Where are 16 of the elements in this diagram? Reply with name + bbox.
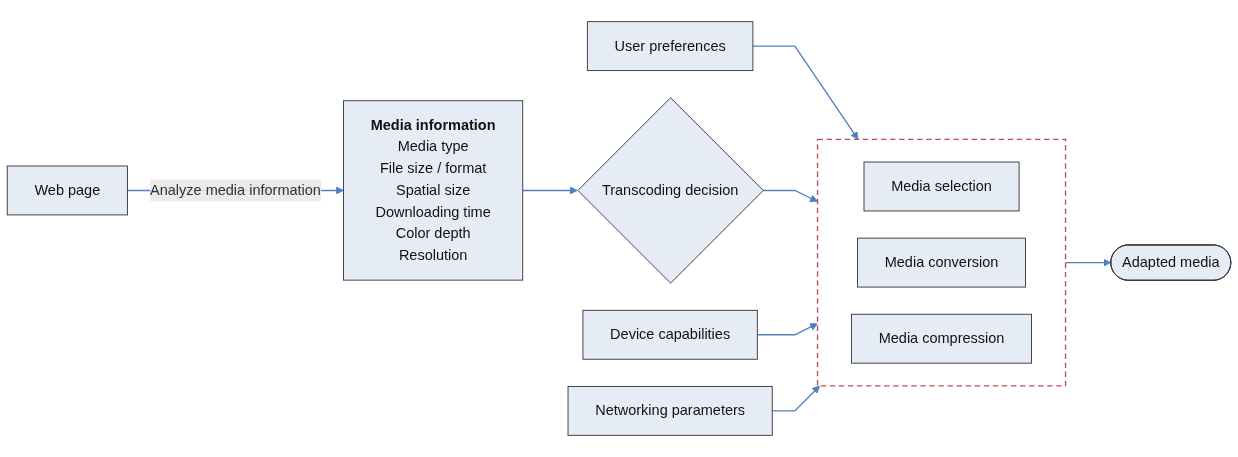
node-box: Media information Media type File size / format Spatial size Downloading time Color depth Resolution bbox=[343, 100, 524, 281]
arrow bbox=[756, 323, 818, 336]
node-box: Media compression bbox=[851, 313, 1032, 364]
edge-label: Analyze media information bbox=[150, 182, 321, 198]
arrow bbox=[522, 186, 578, 195]
arrow bbox=[762, 189, 818, 202]
arrow bbox=[771, 385, 821, 412]
node-box: Device capabilities bbox=[582, 309, 758, 360]
node-box: Web page bbox=[6, 165, 128, 216]
node-box: Media conversion bbox=[857, 237, 1026, 288]
node-box: User preferences bbox=[586, 21, 754, 72]
cluster bbox=[816, 138, 1067, 387]
node-box: Media selection bbox=[863, 161, 1020, 212]
node-diamond: Transcoding decision bbox=[577, 97, 764, 284]
node-box: Networking parameters bbox=[567, 385, 773, 436]
arrow bbox=[752, 45, 859, 140]
